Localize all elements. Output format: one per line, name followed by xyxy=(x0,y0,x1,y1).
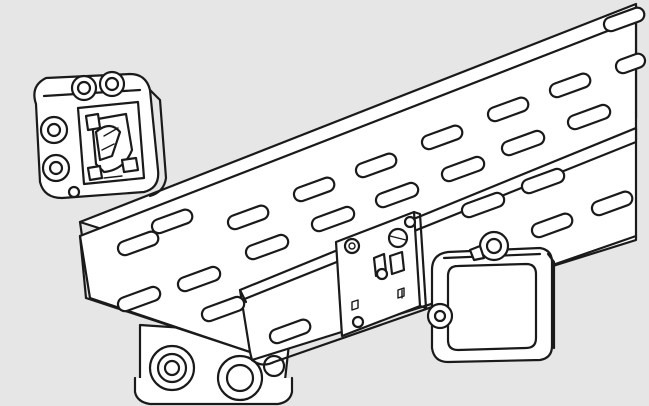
front-wall-slots xyxy=(268,190,634,345)
right-junction-box xyxy=(426,230,556,364)
mounting-plate xyxy=(334,210,428,338)
back-wall-slots xyxy=(116,6,647,257)
floor-slots xyxy=(116,103,612,323)
open-junction-box xyxy=(33,70,168,200)
cable-tray xyxy=(78,2,647,366)
